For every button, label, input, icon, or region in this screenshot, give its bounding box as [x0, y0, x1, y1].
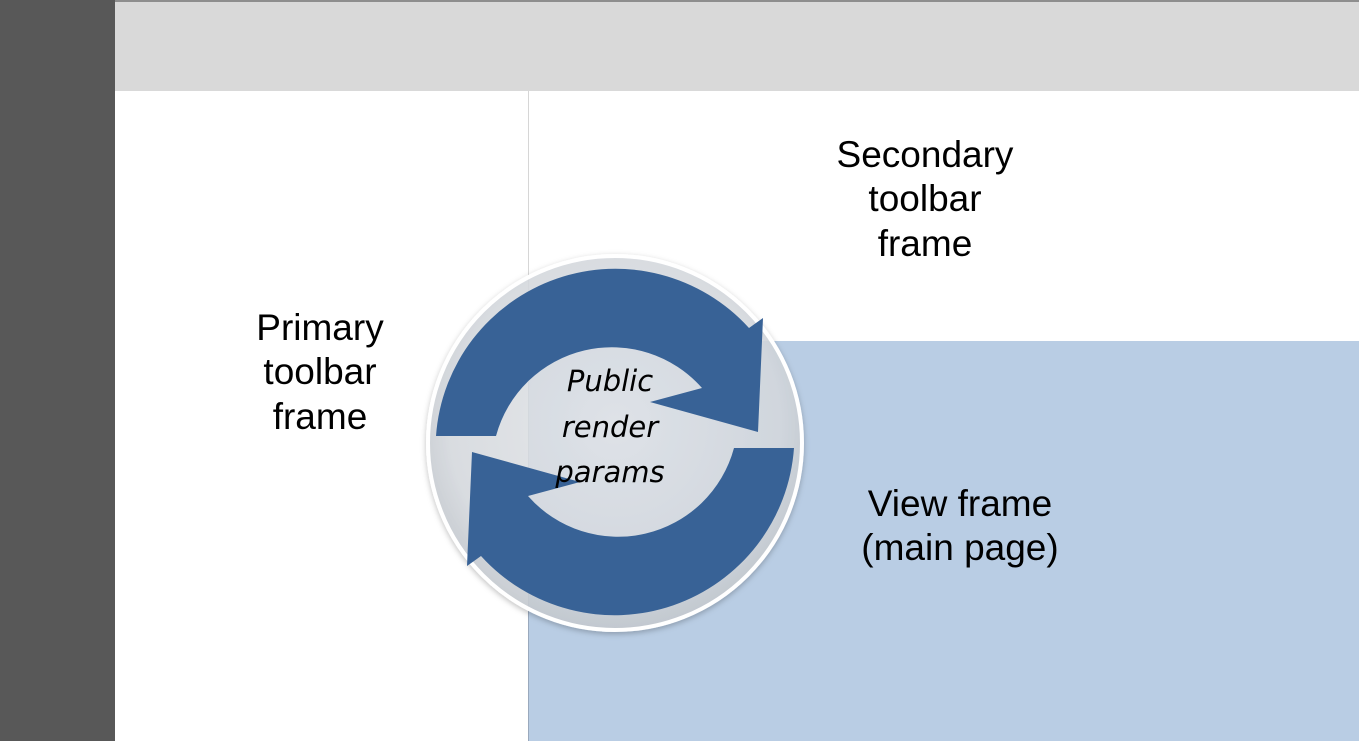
cycle-arrow-upper — [436, 268, 763, 436]
cycle-arrows-icon — [426, 254, 804, 632]
secondary-toolbar-label: Secondary toolbar frame — [836, 134, 1014, 264]
left-dark-bar — [0, 0, 115, 741]
top-header-bar — [115, 0, 1359, 91]
cycle-arrow-lower — [467, 448, 794, 616]
public-render-params-label: Public render params — [555, 364, 665, 490]
primary-toolbar-label: Primary toolbar frame — [256, 307, 384, 437]
view-frame-label: View frame (main page) — [861, 483, 1059, 569]
